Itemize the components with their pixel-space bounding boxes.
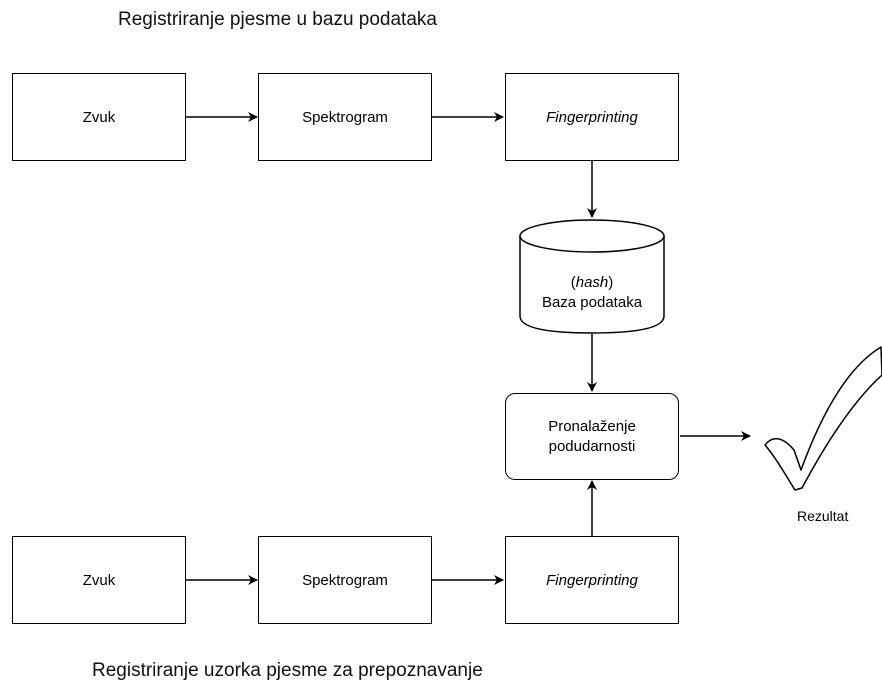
box-fingerprinting-top-label: Fingerprinting: [546, 108, 638, 126]
box-matching-line1: Pronalaženje: [548, 417, 636, 435]
box-fingerprinting-bottom-label: Fingerprinting: [546, 571, 638, 589]
title-bottom: Registriranje uzorka pjesme za prepoznav…: [92, 660, 483, 681]
box-matching: Pronalaženje podudarnosti: [505, 393, 679, 480]
database-name: Baza podataka: [541, 294, 643, 311]
box-matching-line2: podudarnosti: [548, 437, 636, 455]
database-cylinder: [519, 219, 665, 334]
box-zvuk-bottom-label: Zvuk: [82, 571, 116, 589]
box-spektrogram-bottom: Spektrogram: [258, 536, 432, 624]
title-top: Registriranje pjesme u bazu podataka: [118, 9, 437, 30]
checkmark-icon: [764, 346, 882, 491]
box-zvuk-top-label: Zvuk: [82, 108, 116, 126]
box-fingerprinting-top: Fingerprinting: [505, 73, 679, 161]
result-label: Rezultat: [797, 508, 849, 524]
box-spektrogram-top: Spektrogram: [258, 73, 432, 161]
box-fingerprinting-bottom: Fingerprinting: [505, 536, 679, 624]
box-spektrogram-bottom-label: Spektrogram: [302, 571, 388, 589]
database-hash-line: (hash): [570, 274, 614, 291]
database-label: (hash) Baza podataka: [520, 273, 664, 313]
box-zvuk-top: Zvuk: [12, 73, 186, 161]
box-spektrogram-top-label: Spektrogram: [302, 108, 388, 126]
box-zvuk-bottom: Zvuk: [12, 536, 186, 624]
